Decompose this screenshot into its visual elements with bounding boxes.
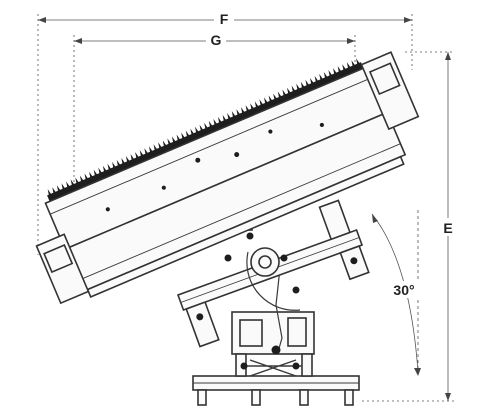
stand-column [231, 267, 315, 377]
stand-bolt-left [240, 362, 248, 370]
tilt-angle-label: 30° [393, 282, 414, 298]
dimension-g-arrow-left [74, 38, 82, 44]
pivot-bolt-3 [224, 254, 232, 262]
dimension-f-label-bg [214, 10, 234, 26]
frame-rivet-3 [161, 185, 166, 190]
dimension-f-arrow-left [38, 17, 46, 23]
chain-end-fitting [271, 345, 281, 355]
pivot-bolt-4 [292, 286, 300, 294]
support-arm-bolt-left [196, 313, 204, 321]
pivot-bolt-2 [280, 254, 288, 262]
dimension-e-label: E [443, 220, 452, 236]
frame-bottom-rail [86, 155, 405, 298]
caster-mid-left [251, 389, 261, 406]
dimension-g-label: G [211, 32, 222, 48]
dimension-f-label: F [220, 11, 229, 27]
frame-rivet-6 [319, 122, 324, 128]
frame-rivet-2 [234, 152, 240, 158]
frame-rivet-1 [195, 157, 201, 163]
tilt-angle-arrow-bottom [414, 368, 421, 376]
frame-rivet-5 [105, 207, 110, 212]
caster-right [344, 389, 354, 406]
tilt-angle-arrow-top [372, 214, 378, 223]
support-arm-pad-right-upper [318, 199, 351, 241]
stand-motor-box [239, 319, 263, 347]
dimension-g-arrow-right [347, 38, 355, 44]
tilt-angle-label-bg [388, 281, 420, 298]
dimension-f-arrow-right [404, 17, 412, 23]
pivot-hub-inner [258, 255, 272, 269]
dimension-g: G [73, 31, 356, 205]
pivot-bolt-1 [246, 232, 254, 240]
support-arm-bolt-right [350, 257, 358, 265]
caster-left [197, 389, 207, 406]
support-arm-pad-left [185, 301, 220, 348]
tilt-angle-arc [371, 213, 419, 373]
dimension-e: E [362, 51, 456, 402]
dimension-e-arrow-top [445, 52, 451, 60]
frame-rivet-4 [268, 129, 273, 134]
dimension-e-arrow-bottom [445, 393, 451, 401]
dimension-e-label-bg [440, 218, 456, 236]
frame-end-cap-left-inner [43, 244, 74, 274]
dimension-f: F [37, 10, 413, 255]
stand-bracket [287, 317, 307, 347]
frame-detail-line-1 [49, 77, 373, 215]
base-frame [192, 375, 360, 406]
adjustment-chain [275, 267, 283, 353]
frame-detail-line-2 [78, 143, 401, 281]
frame-end-cap-right-inner [368, 62, 401, 96]
pivot-arc-guide [246, 251, 301, 311]
caster-mid-right [299, 389, 309, 406]
tilt-angle-indicator: 30° [371, 210, 421, 378]
machine-frame [35, 51, 420, 305]
guard-comb-teeth [47, 58, 364, 202]
dimension-g-label-bg [206, 31, 226, 47]
stand-leg-right [301, 353, 313, 377]
stand-bolt-right [292, 362, 300, 370]
